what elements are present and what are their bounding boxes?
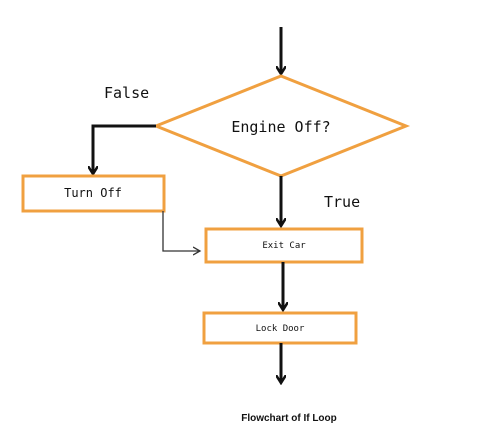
exit-car-box (204, 227, 364, 264)
true-label: True (324, 193, 360, 211)
false-label: False (104, 84, 149, 102)
turn-off-to-exit-car-arrow (162, 211, 200, 251)
lock-door-box (202, 311, 358, 345)
exit-car-label: Exit Car (262, 241, 306, 251)
decision-label: Engine Off? (231, 118, 330, 136)
false-branch-arrow (93, 124, 156, 173)
turn-off-box (21, 174, 166, 213)
turn-off-label: Turn Off (64, 186, 122, 200)
diagram-caption: Flowchart of If Loop (241, 413, 337, 424)
lock-door-label: Lock Door (256, 324, 305, 334)
